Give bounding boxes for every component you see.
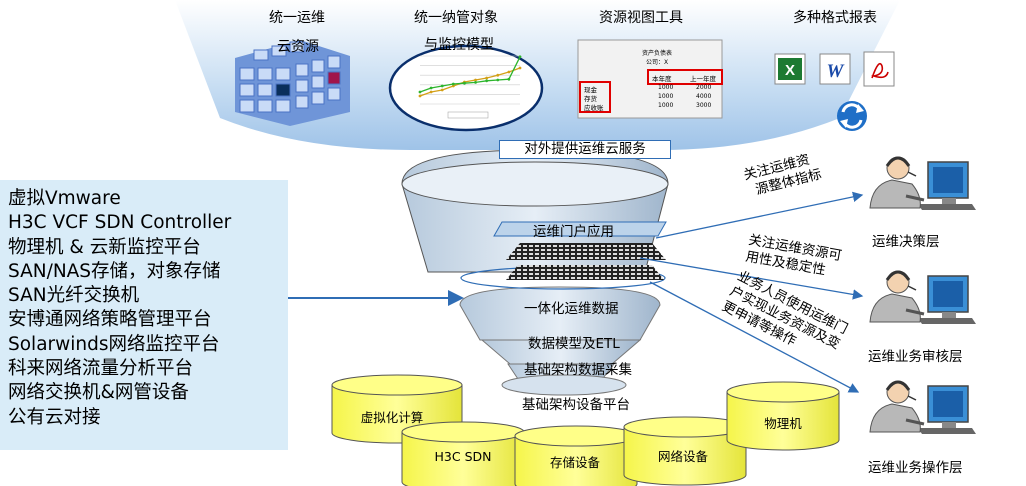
chart-point: [496, 78, 500, 82]
chart-point: [418, 90, 422, 94]
chart-point: [496, 73, 500, 77]
cylinder-body: [514, 435, 638, 486]
funnel-rim: [401, 161, 669, 207]
report-row-label: 存货: [584, 95, 597, 103]
integrated-data-label: 一体化运维数据: [524, 301, 619, 317]
feature-report-formats: 多种格式报表: [793, 10, 877, 26]
excel-icon: X: [774, 53, 806, 85]
data-sources-panel: 虚拟Vmware H3C VCF SDN Controller 物理机 & 云新…: [0, 180, 288, 450]
source-item: 物理机 & 云新监控平台: [8, 236, 201, 258]
cylinder-label-sdn: H3C SDN: [434, 449, 492, 464]
report-row-label: 现金: [584, 86, 597, 94]
feature-unified-objects-sub: 与监控模型: [424, 37, 494, 53]
feature-unified-ops-sub: 云资源: [277, 39, 319, 55]
report-header-highlight: [647, 69, 723, 85]
report-cell: 1000: [658, 102, 674, 109]
source-item: H3C VCF SDN Controller: [8, 212, 232, 234]
source-item: 公有云对接: [8, 406, 101, 428]
chart-point: [485, 76, 489, 80]
cylinder-top: [726, 381, 840, 403]
chart-series-line: [419, 56, 521, 93]
role-review: 运维业务审核层: [868, 349, 963, 365]
report-cell: 3000: [696, 102, 712, 109]
chart-point: [451, 82, 455, 86]
etl-label: 数据模型及ETL: [528, 336, 620, 352]
feature-unified-ops: 统一运维: [269, 10, 325, 26]
report-company: 公司：X: [646, 59, 669, 66]
chart-legend: [447, 111, 489, 119]
source-item: 虚拟Vmware: [8, 188, 121, 209]
chart-point: [429, 86, 433, 90]
chart-point: [507, 77, 511, 81]
chart-point: [451, 84, 455, 88]
chart-point: [418, 94, 422, 98]
chart-point: [474, 81, 477, 84]
svg-text:X: X: [785, 62, 795, 79]
word-icon: W: [819, 53, 851, 85]
arrow-decision: [655, 191, 864, 239]
cylinder-label-physical: 物理机: [764, 416, 802, 431]
role-operation: 运维业务操作层: [868, 460, 963, 476]
role-decision: 运维决策层: [872, 234, 940, 250]
chart-series-line: [419, 67, 521, 97]
platform-label: 基础架构设备平台: [522, 397, 630, 413]
grid-layer-2: [506, 265, 664, 280]
report-header-current: 本年度: [652, 75, 672, 83]
service-banner: 对外提供运维云服务: [499, 140, 671, 159]
cylinder-top: [514, 425, 638, 447]
chart-point: [474, 78, 477, 82]
monitor-chart: [418, 55, 522, 119]
arrow-review: [639, 257, 864, 300]
chart-point: [440, 84, 444, 88]
refresh-icon: [837, 101, 867, 131]
source-item: 网络交换机&网管设备: [8, 382, 189, 404]
cylinder-body: [623, 426, 747, 486]
portal-plate: [493, 221, 667, 237]
cloud-resource-cubes-icon: [235, 40, 350, 126]
report-cell: 1000: [658, 84, 674, 91]
source-item: SAN/NAS存储，对象存储: [8, 260, 221, 282]
report-preview-frame: [577, 39, 723, 119]
report-cell: 2000: [696, 84, 712, 91]
cylinder-body: [726, 391, 840, 451]
source-item: 安博通网络策略管理平台: [8, 309, 212, 331]
cylinder-label-network: 网络设备: [657, 449, 708, 464]
cylinder-label-storage: 存储设备: [549, 455, 600, 470]
report-header-previous: 上一年度: [690, 75, 716, 83]
grid-layer-1: [506, 243, 666, 260]
chart-point: [429, 90, 433, 94]
infrastructure-cylinders: [331, 374, 840, 486]
pdf-icon: [863, 51, 895, 87]
feature-unified-objects: 统一纳管对象: [414, 10, 498, 26]
cylinder-label-virtualization: 虚拟化计算: [360, 410, 424, 425]
operator-icon: [869, 270, 976, 324]
chart-point: [463, 81, 466, 85]
chart-point: [485, 79, 489, 83]
report-title: 资产负债表: [642, 50, 673, 57]
chart-point: [518, 66, 522, 70]
source-item: 科来网络流量分析平台: [8, 358, 194, 380]
report-cell: 4000: [696, 93, 712, 100]
report-cell: 1000: [658, 93, 674, 100]
layer-platform: [501, 374, 627, 396]
report-row-label: 应收账: [584, 104, 604, 112]
cylinder-top: [331, 374, 463, 396]
feature-resource-view: 资源视图工具: [599, 10, 683, 26]
chart-point: [507, 70, 511, 74]
layer-integrated: [459, 286, 661, 341]
monitor-chart-frame: [388, 44, 544, 132]
chart-point: [518, 55, 522, 59]
collection-label: 基础架构数据采集: [524, 362, 632, 378]
svg-text:W: W: [827, 61, 845, 82]
role-people: [869, 156, 976, 434]
arrow-operation: [649, 281, 860, 393]
operator-icon: [869, 156, 976, 210]
source-item: Solarwinds网络监控平台: [8, 333, 220, 355]
portal-label: 运维门户应用: [533, 224, 614, 240]
operator-icon: [869, 380, 976, 434]
report-rowlabel-highlight: [579, 81, 611, 113]
chart-point: [440, 88, 444, 92]
source-item: SAN光纤交换机: [8, 285, 140, 307]
